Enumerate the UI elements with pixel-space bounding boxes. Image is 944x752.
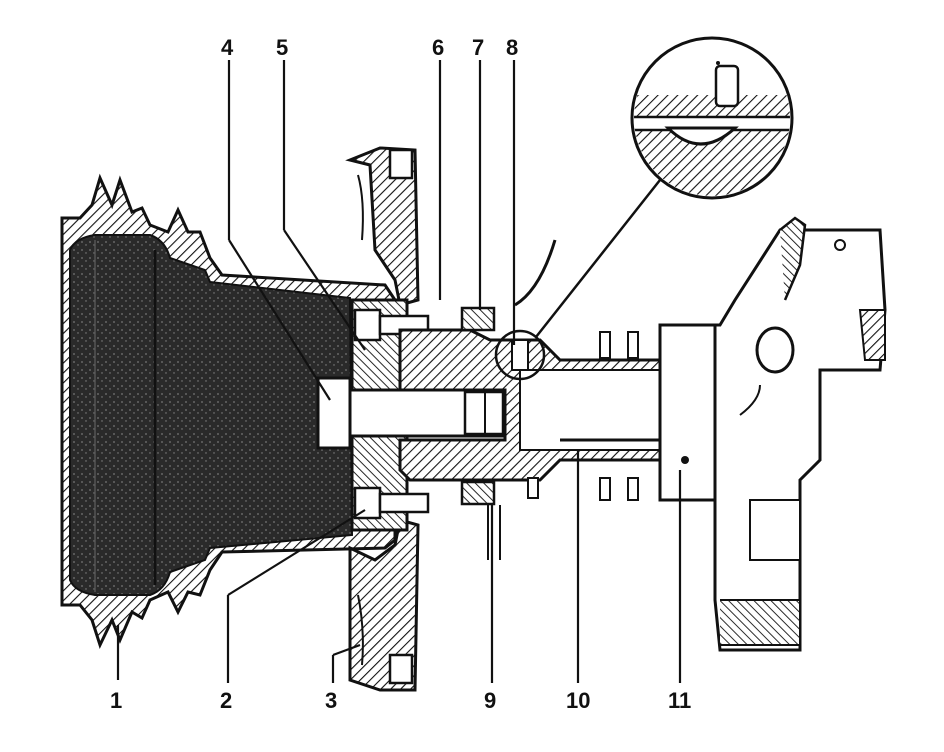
detail-inset bbox=[494, 36, 794, 381]
callout-9: 9 bbox=[484, 688, 496, 713]
crankshaft bbox=[398, 328, 662, 501]
callout-10: 10 bbox=[566, 688, 590, 713]
callout-7: 7 bbox=[472, 35, 484, 60]
callout-5: 5 bbox=[276, 35, 288, 60]
callout-4: 4 bbox=[221, 35, 234, 60]
callout-3: 3 bbox=[325, 688, 337, 713]
callout-8: 8 bbox=[506, 35, 518, 60]
callout-2: 2 bbox=[220, 688, 232, 713]
callout-1: 1 bbox=[110, 688, 122, 713]
engine-block bbox=[658, 216, 887, 652]
leader-lines bbox=[116, 60, 682, 683]
oil-seal bbox=[460, 239, 557, 560]
housing-flange bbox=[345, 146, 420, 692]
callout-11: 11 bbox=[668, 688, 691, 713]
callout-labels: 1 2 3 4 5 6 7 8 9 10 11 bbox=[110, 35, 691, 713]
callout-6: 6 bbox=[432, 35, 444, 60]
